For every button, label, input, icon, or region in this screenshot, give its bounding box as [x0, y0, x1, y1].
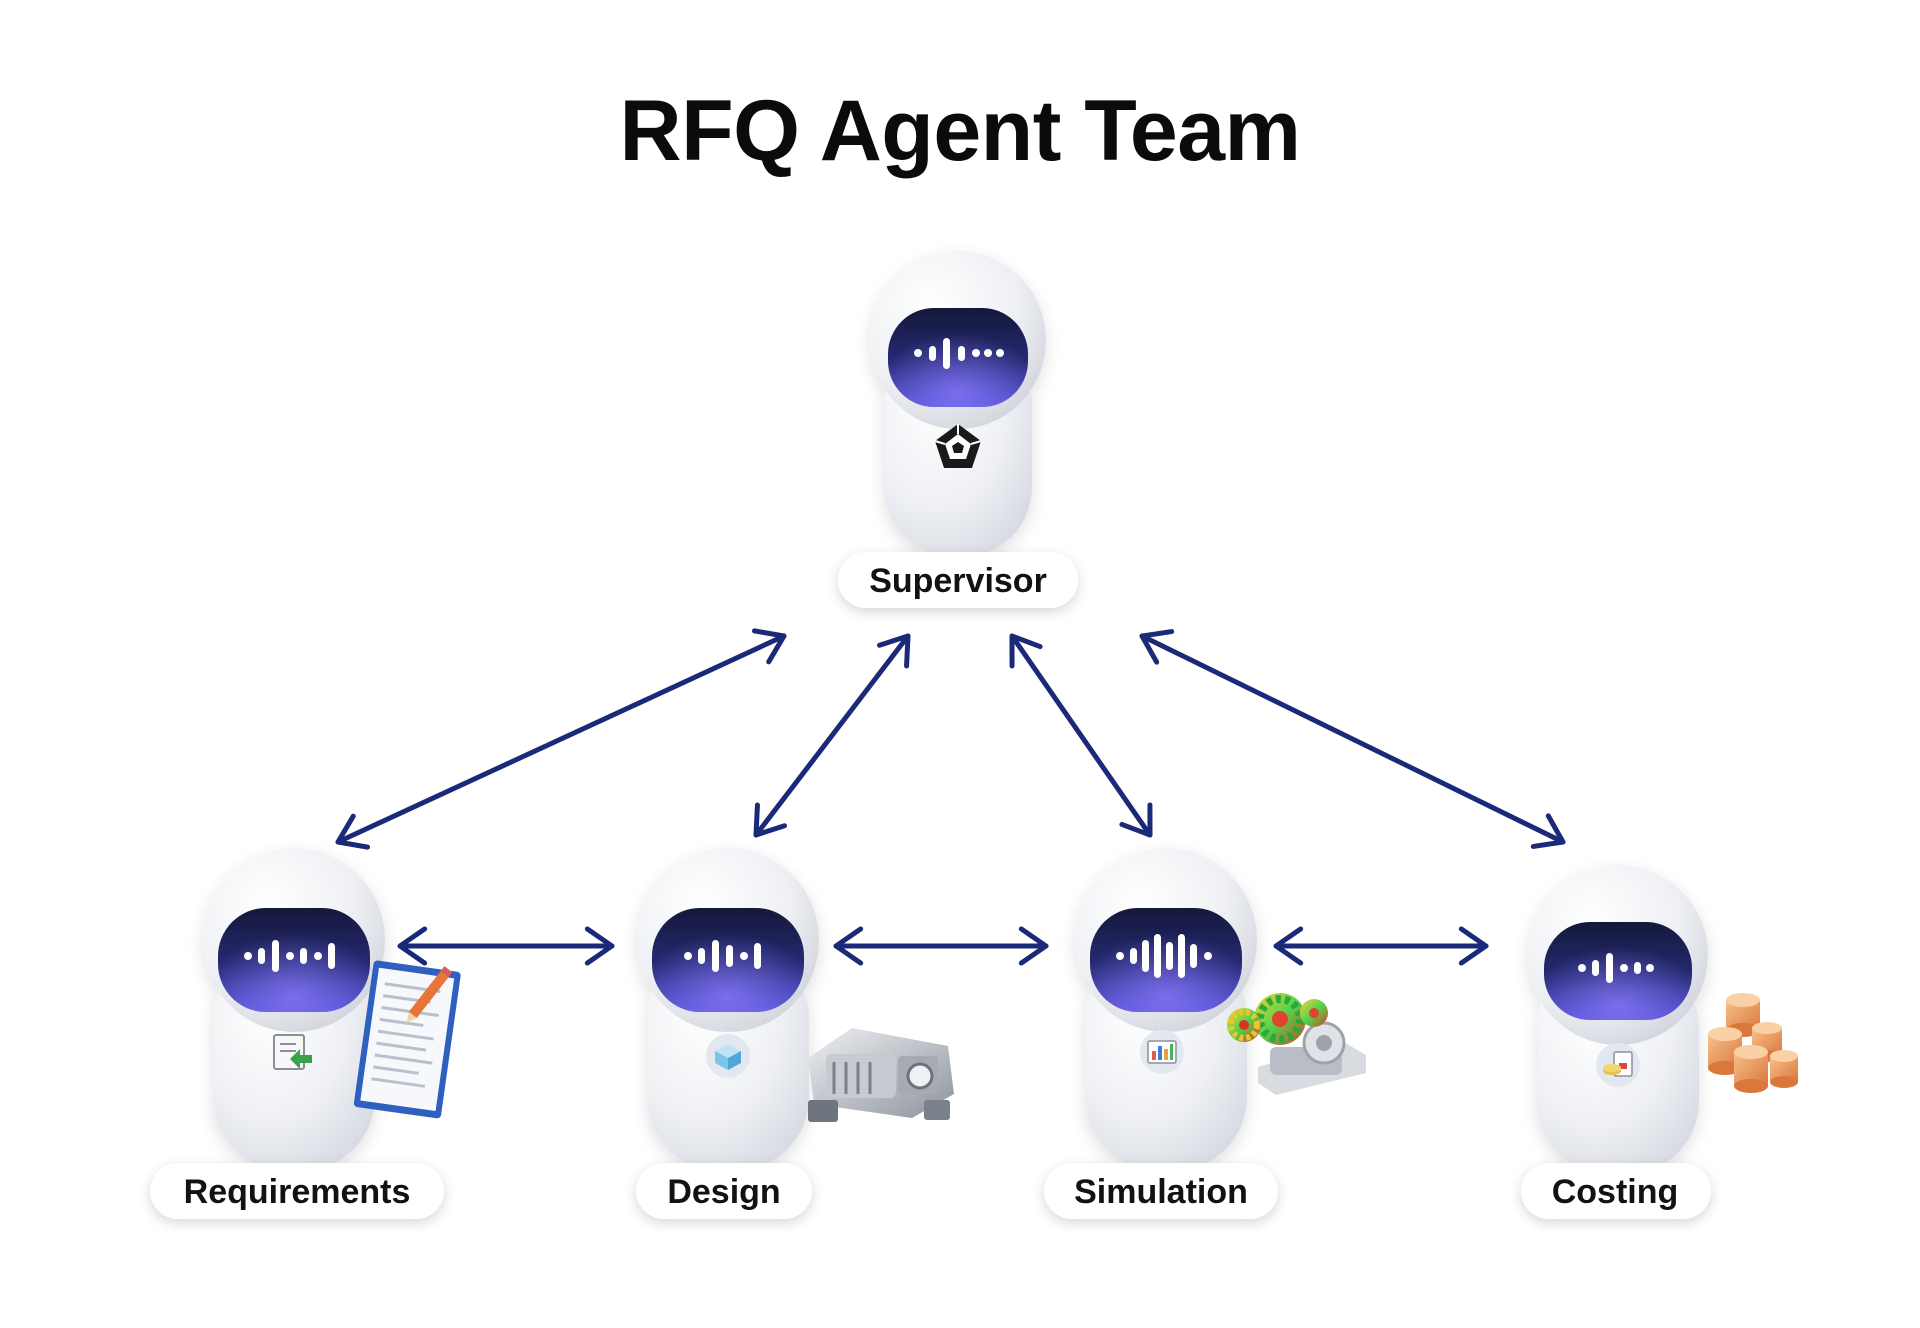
coin-stack-icon	[1708, 993, 1798, 1093]
arrow-requirements-design	[397, 926, 615, 966]
agent-label-supervisor	[838, 552, 1078, 608]
agent-label-text: Simulation	[1074, 1173, 1248, 1211]
agent-simulation: Simulation	[1044, 848, 1366, 1219]
cube-icon	[706, 1034, 750, 1078]
agent-label-requirements	[150, 1163, 444, 1219]
agent-label-costing	[1521, 1163, 1711, 1219]
agent-costing: Costing	[1521, 865, 1798, 1219]
agent-label-text: Design	[667, 1173, 780, 1211]
gear-simulation-icon	[1227, 993, 1366, 1095]
arrow-supervisor-design	[753, 633, 911, 838]
coins-card-icon	[1596, 1043, 1640, 1087]
chart-window-icon	[1140, 1030, 1184, 1074]
pentagon-logo-icon	[934, 424, 982, 468]
diagram-title: RFQ Agent Team	[619, 83, 1301, 179]
voice-wave-icon	[1116, 934, 1212, 978]
agent-supervisor: Supervisor	[838, 251, 1078, 608]
agent-label-text: Costing	[1552, 1173, 1679, 1211]
agent-requirements: Requirements	[150, 848, 461, 1219]
arrow-supervisor-simulation	[1009, 633, 1153, 838]
agent-design: Design	[636, 848, 954, 1219]
arrow-supervisor-requirements	[335, 628, 787, 850]
connection-arrows	[335, 628, 1566, 966]
agent-label-design	[636, 1163, 812, 1219]
agent-label-text: Supervisor	[869, 562, 1047, 600]
voice-wave-icon	[1578, 953, 1654, 983]
clipboard-pencil-icon	[353, 960, 461, 1119]
voice-wave-icon	[244, 940, 335, 972]
agent-label-text: Requirements	[184, 1173, 411, 1211]
arrow-supervisor-costing	[1139, 629, 1566, 849]
document-import-icon	[273, 1034, 312, 1070]
gearbox-machine-icon	[808, 1028, 954, 1122]
voice-wave-icon	[684, 940, 761, 972]
voice-wave-icon	[914, 338, 1004, 369]
agent-label-simulation	[1044, 1163, 1278, 1219]
arrow-design-simulation	[833, 926, 1049, 966]
arrow-simulation-costing	[1273, 926, 1489, 966]
